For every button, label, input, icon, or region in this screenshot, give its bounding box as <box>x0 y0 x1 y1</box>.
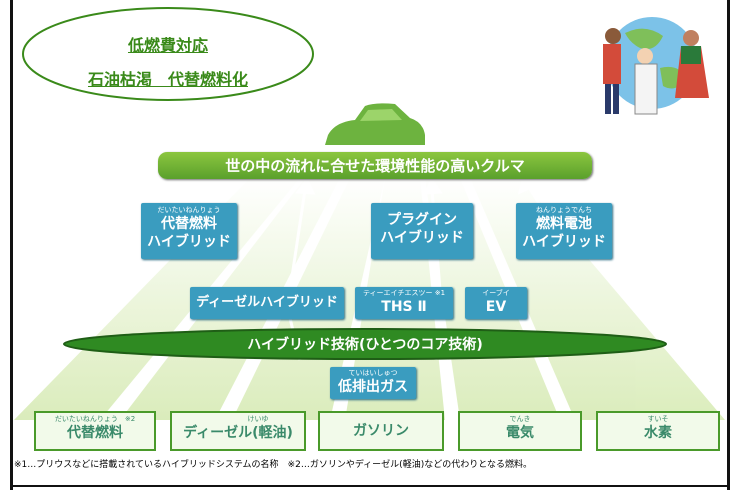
fuel-alt-fuel: だいたいねんりょう ※2 代替燃料 <box>34 411 156 451</box>
low-emission-label: 低排出ガス <box>338 379 408 395</box>
ths-ii-box: ティーエイチエスツー ※1 THS Ⅱ <box>355 287 453 319</box>
fuel-diesel: けいゆ ディーゼル(軽油) <box>170 411 306 451</box>
fuel-alt-fuel-ruby-text: だいたいねんりょう <box>54 415 118 423</box>
fuel-diesel-ruby: けいゆ <box>247 415 269 423</box>
alt-fuel-hybrid-ruby: だいたいねんりょう <box>157 206 221 214</box>
alt-fuel-hybrid-line2: ハイブリッド <box>147 234 231 250</box>
low-emission-ruby: ていはいしゅつ <box>348 369 398 377</box>
plugin-hybrid-line2: ハイブリッド <box>380 230 464 246</box>
fuel-cell-hybrid-box: ねんりょうでんち 燃料電池 ハイブリッド <box>516 203 612 259</box>
fuel-gasoline-label: ガソリン <box>353 423 409 439</box>
plugin-hybrid-line1: プラグイン <box>387 212 457 228</box>
goal-bar: 世の中の流れに合せた環境性能の高いクルマ <box>158 152 592 179</box>
fuel-electricity: でんき 電気 <box>458 411 582 451</box>
fuel-electricity-label: 電気 <box>506 425 534 441</box>
title-line-1: 低燃費対応 <box>127 36 208 55</box>
fuel-diesel-label: ディーゼル(軽油) <box>183 425 293 441</box>
ev-ruby: イーブイ <box>482 289 510 297</box>
fuel-electricity-ruby: でんき <box>509 415 531 423</box>
title-oval <box>22 7 314 101</box>
ths-ii-label: THS Ⅱ <box>381 299 427 315</box>
title-line-2: 石油枯渇 代替燃料化 <box>87 70 248 89</box>
fuel-cell-hybrid-line1: 燃料電池 <box>536 216 592 232</box>
ev-label: EV <box>485 299 507 315</box>
ths-ii-ruby: ティーエイチエスツー ※1 <box>362 289 446 297</box>
ev-box: イーブイ EV <box>465 287 527 319</box>
plugin-hybrid-box: プラグイン ハイブリッド <box>371 203 473 259</box>
fuel-cell-hybrid-ruby: ねんりょうでんち <box>536 206 592 214</box>
fuel-hydrogen-ruby: すいそ <box>647 415 669 423</box>
car-silhouette-icon <box>325 103 425 145</box>
low-emission-box: ていはいしゅつ 低排出ガス <box>330 367 416 399</box>
fuel-gasoline: ガソリン <box>318 411 444 451</box>
core-tech-oval <box>63 328 667 360</box>
fuel-alt-fuel-ruby: だいたいねんりょう ※2 <box>36 415 154 424</box>
fuel-alt-fuel-note: ※2 <box>124 415 136 423</box>
fuel-alt-fuel-label: 代替燃料 <box>67 425 123 441</box>
fuel-cell-hybrid-line2: ハイブリッド <box>522 234 606 250</box>
footnote: ※1…プリウスなどに搭載されているハイブリッドシステムの名称 ※2…ガソリンやデ… <box>14 460 532 470</box>
core-tech-label: ハイブリッド技術(ひとつのコア技術) <box>247 337 483 353</box>
frame-bottom-border <box>10 485 730 487</box>
fuel-hydrogen-label: 水素 <box>644 425 672 441</box>
diesel-hybrid-box: ディーゼルハイブリッド <box>190 287 344 319</box>
people-around-globe-icon <box>603 17 709 115</box>
alt-fuel-hybrid-line1: 代替燃料 <box>161 216 217 232</box>
frame-left-border <box>10 0 13 490</box>
frame-right-border <box>727 0 730 490</box>
alt-fuel-hybrid-box: だいたいねんりょう 代替燃料 ハイブリッド <box>141 203 237 259</box>
fuel-hydrogen: すいそ 水素 <box>596 411 720 451</box>
